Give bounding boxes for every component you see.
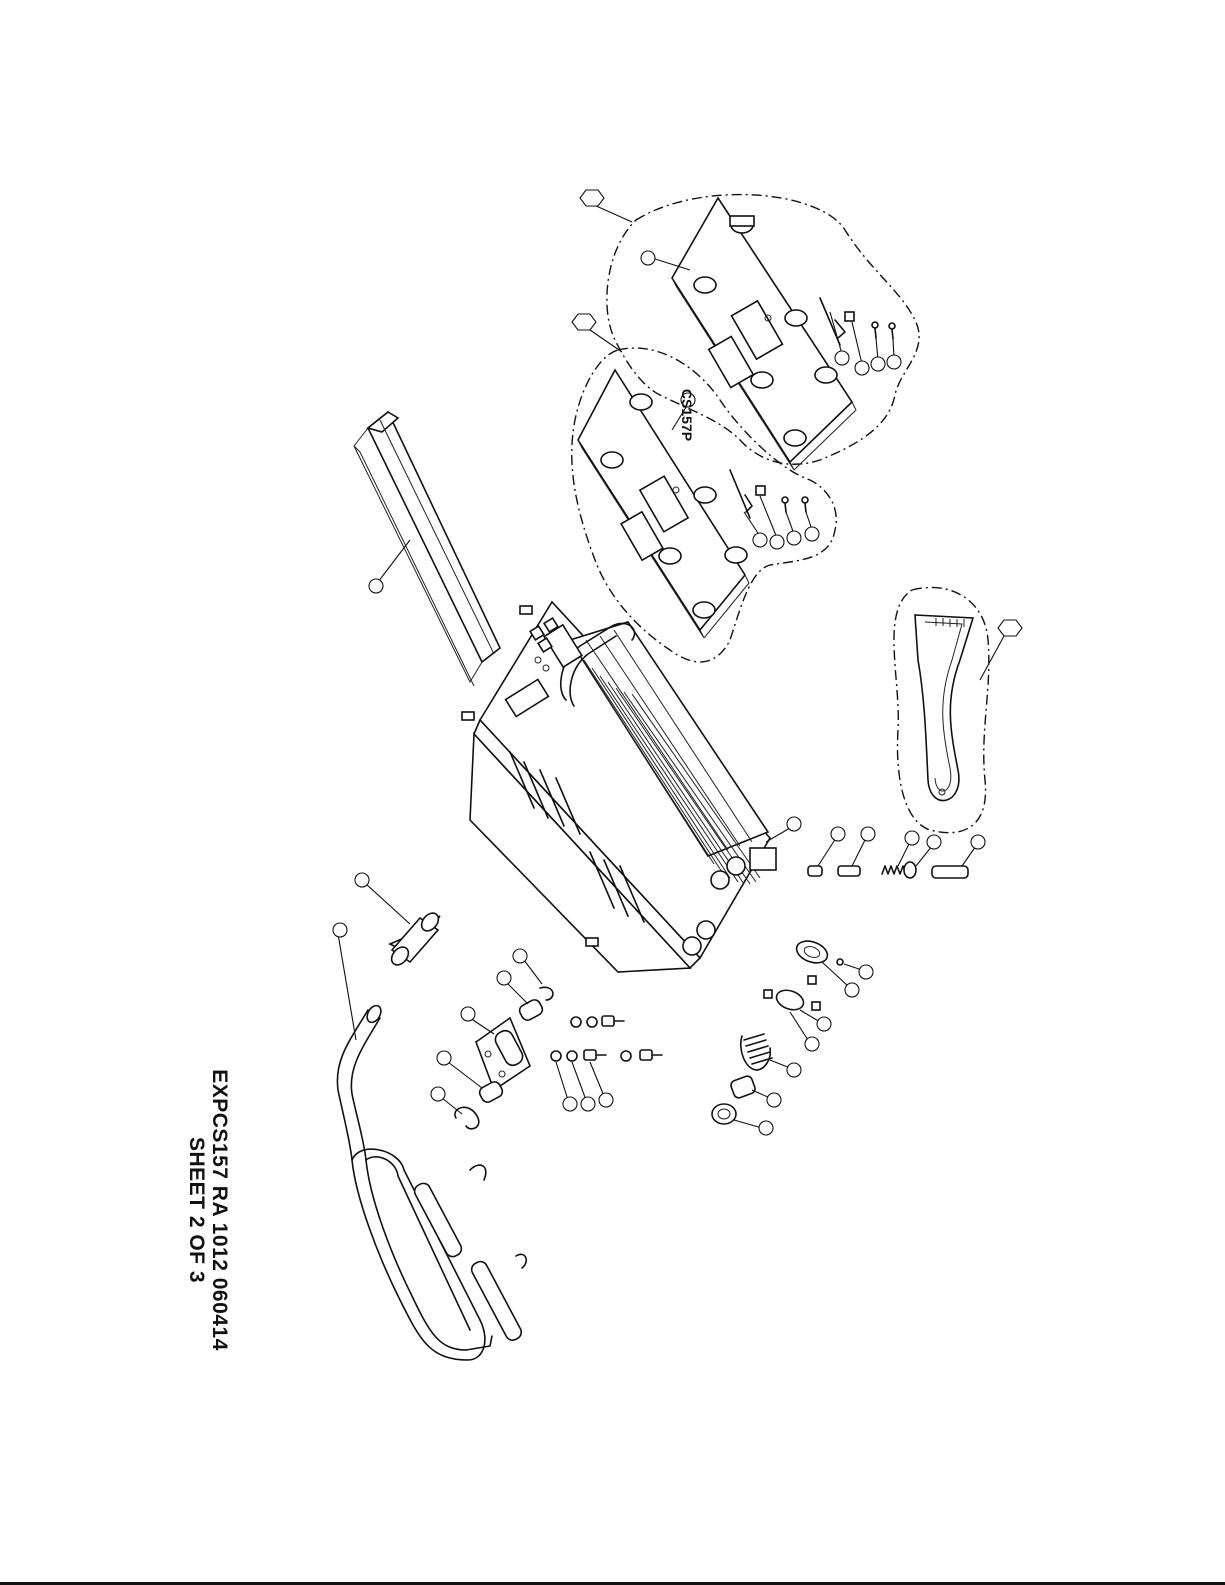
charger-housing bbox=[462, 602, 801, 972]
handle-frame bbox=[333, 923, 526, 1360]
title-block: EXPCS157 RA 1012 060414 SHEET 2 OF 3 bbox=[178, 1080, 238, 1340]
tube-sleeve bbox=[355, 873, 442, 968]
hinge-bracket bbox=[431, 949, 553, 1129]
grip-strap bbox=[915, 615, 973, 801]
rail-bar bbox=[354, 412, 500, 686]
knob-assembly bbox=[712, 937, 873, 1135]
coil-part bbox=[741, 1034, 772, 1070]
sheet-number: SHEET 2 OF 3 bbox=[185, 1069, 208, 1351]
detail-region-lower bbox=[894, 587, 1022, 832]
model-label: CS157P bbox=[679, 389, 695, 441]
title-text: EXPCS157 RA 1012 060414 SHEET 2 OF 3 bbox=[185, 1069, 231, 1351]
connector-parts bbox=[808, 827, 985, 878]
drawing-number: EXPCS157 RA 1012 060414 bbox=[208, 1069, 231, 1351]
circuit-board-upper bbox=[672, 198, 895, 470]
fasteners bbox=[551, 1016, 662, 1111]
